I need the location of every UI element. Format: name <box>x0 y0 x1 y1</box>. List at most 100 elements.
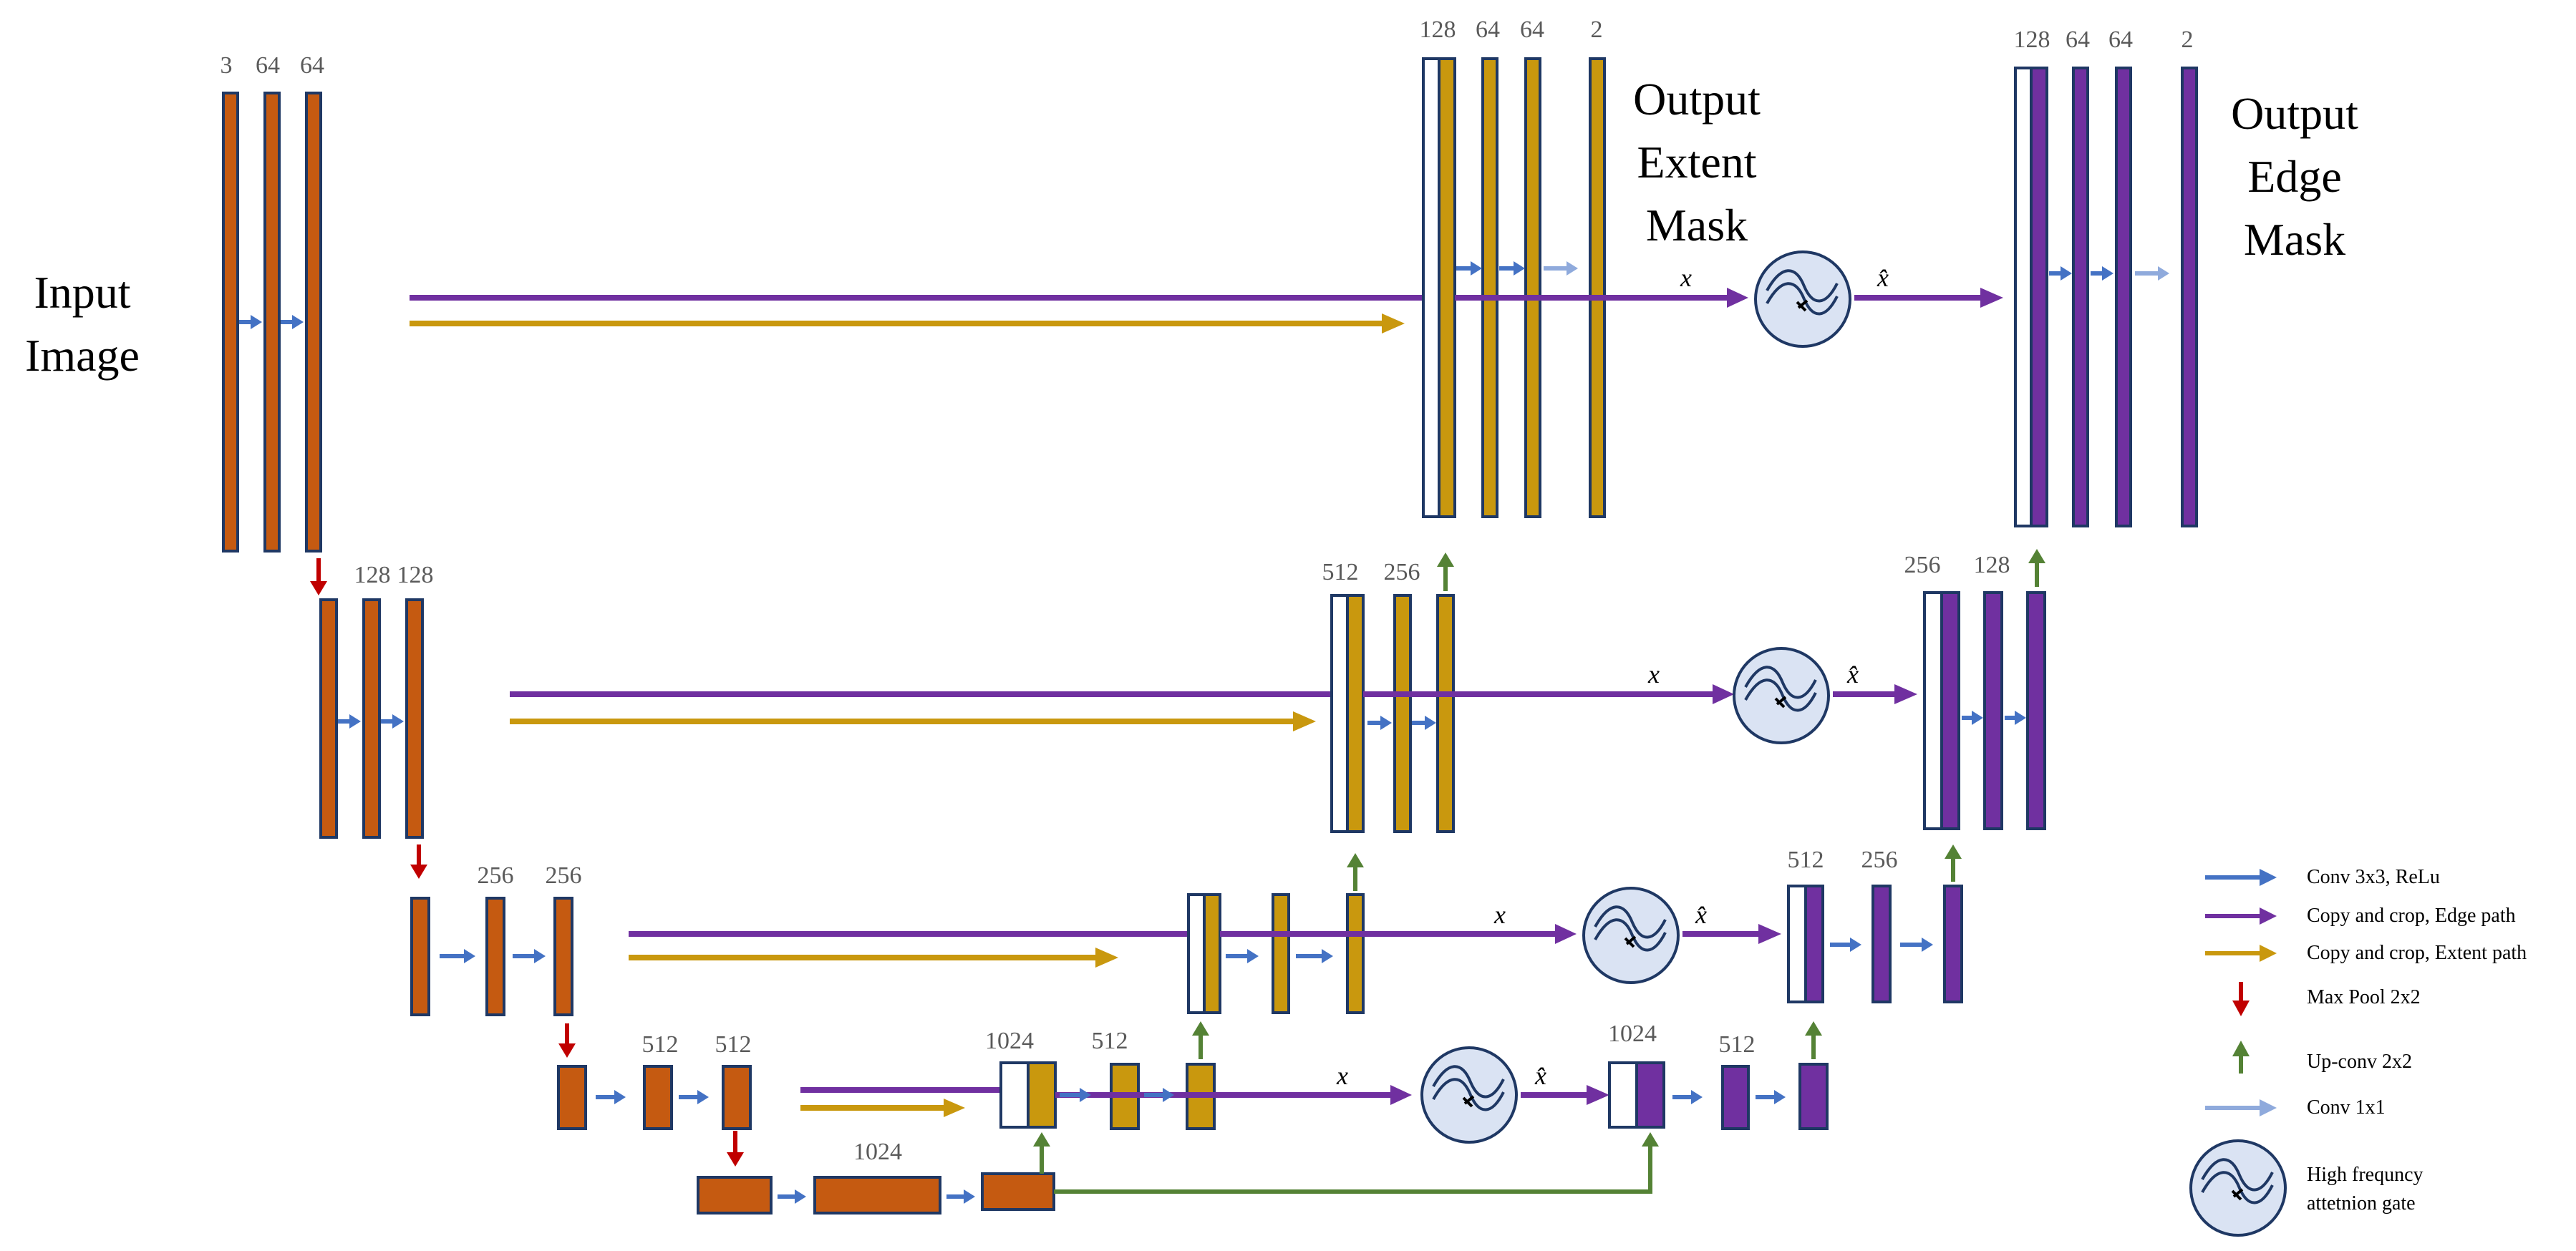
edge3-concat-white <box>1608 1061 1638 1129</box>
upconv-arrow <box>1033 1132 1050 1174</box>
legend-upconv-label: Up-conv 2x2 <box>2307 1051 2412 1073</box>
edge1a-concat-white <box>1923 591 1943 830</box>
output-extent-title-line2: Extent <box>1637 137 1756 188</box>
enc1-block-1 <box>222 92 239 553</box>
conv-arrow <box>596 1090 626 1104</box>
enc4-channel-1: 512 <box>642 1031 679 1058</box>
conv-arrow <box>1412 716 1436 730</box>
edge1-channel-1: 128 <box>2014 26 2050 53</box>
edge1-channel-2: 64 <box>2066 26 2090 53</box>
conv-arrow <box>1367 716 1392 730</box>
output-edge-title-line3: Mask <box>2244 214 2345 265</box>
conv-arrow <box>1756 1090 1786 1104</box>
ext2-channel-2: 256 <box>1384 559 1420 585</box>
attention-gate-4: x x̂ <box>1336 1046 1609 1144</box>
edge2-block-2 <box>1872 885 1892 1003</box>
extent-skip-3-head <box>1095 948 1118 968</box>
conv-arrow <box>1900 938 1933 952</box>
upconv-arrow <box>1945 844 1962 882</box>
extent-decoder-level-2: 512 256 <box>1322 559 1718 833</box>
enc1-channel-1: 3 <box>221 52 233 79</box>
extent-skip-2-head <box>1293 711 1316 731</box>
legend-extent-label: Copy and crop, Extent path <box>2307 942 2527 964</box>
attention-gate-3: x x̂ <box>1493 887 1781 984</box>
edge2-channel-1: 512 <box>1788 847 1824 873</box>
edge2-concat-white <box>1787 885 1807 1003</box>
encoder-level-4: 512 512 <box>557 1031 752 1130</box>
enc4-block-2 <box>643 1065 673 1130</box>
conv-arrow <box>1962 711 1983 725</box>
enc1-block-2 <box>263 92 281 553</box>
legend-item-conv1x1: Conv 1x1 <box>2205 1096 2386 1119</box>
legend: Conv 3x3, ReLu Copy and crop, Edge path … <box>2189 866 2527 1237</box>
ext1-channel-3: 64 <box>1520 16 1544 43</box>
conv-arrow <box>1296 949 1333 963</box>
maxpool-arrow-1 <box>310 558 327 595</box>
legend-item-extent: Copy and crop, Extent path <box>2205 942 2527 964</box>
edge3-block-3 <box>1798 1063 1829 1130</box>
gate3-xhat-label: x̂ <box>1695 900 1707 929</box>
enc2-block-3 <box>405 598 424 839</box>
ext4-channel-1: 1024 <box>985 1028 1034 1054</box>
legend-item-upconv: Up-conv 2x2 <box>2232 1041 2412 1074</box>
skip-connections <box>410 295 1445 1117</box>
conv-arrow <box>281 315 304 329</box>
output-extent-title-line3: Mask <box>1646 200 1748 250</box>
ext4-concat-white <box>999 1061 1030 1129</box>
output-edge-title-line2: Edge <box>2247 151 2342 202</box>
edge1-concat-white <box>2014 67 2033 527</box>
conv-arrow <box>239 315 262 329</box>
upconv-arrow <box>1192 1021 1209 1059</box>
ext1-block-2 <box>1481 57 1498 518</box>
enc4-block-3 <box>722 1065 752 1130</box>
conv-arrow <box>679 1090 709 1104</box>
edge-decoder-level-1: 128 64 64 2 <box>2014 26 2198 527</box>
bottleneck-block-3 <box>981 1172 1055 1211</box>
legend-item-gate: High frequncy attetnion gate <box>2189 1139 2424 1237</box>
enc3-block-2 <box>485 897 505 1016</box>
enc3-block-1 <box>410 897 430 1016</box>
legend-gate-icon <box>2189 1139 2287 1237</box>
edge1-channel-4: 2 <box>2182 26 2194 53</box>
extent-decoder-level-1: 128 64 64 2 <box>1420 16 1733 518</box>
ext1-concat-gold <box>1438 57 1456 518</box>
conv-arrow <box>2005 711 2026 725</box>
ext2-block-2 <box>1393 594 1412 833</box>
maxpool-arrow-3 <box>558 1023 576 1058</box>
conv-arrow <box>1672 1090 1703 1104</box>
ext1-block-4 <box>1589 57 1606 518</box>
edge2-block-3 <box>1943 885 1963 1003</box>
encoder-level-3: 256 256 <box>410 862 582 1016</box>
gate2-x-label: x <box>1647 660 1660 688</box>
ext2-channel-1: 512 <box>1322 559 1359 585</box>
maxpool-arrow-4 <box>727 1131 744 1167</box>
bottleneck-edge-connector <box>1054 1132 1659 1194</box>
edge2-channel-2: 256 <box>1861 847 1898 873</box>
enc1-channel-2: 64 <box>256 52 280 79</box>
ext3-concat-gold <box>1203 893 1221 1014</box>
enc2-channel-1: 128 <box>354 562 391 588</box>
enc1-channel-3: 64 <box>300 52 324 79</box>
conv-arrow <box>1226 949 1259 963</box>
legend-conv1x1-label: Conv 1x1 <box>2307 1096 2386 1119</box>
bottleneck: 1024 <box>697 1139 1055 1215</box>
edge3-channel-1: 1024 <box>1608 1021 1657 1047</box>
output-edge-title-line1: Output <box>2231 88 2358 139</box>
edge1-block-4 <box>2181 67 2198 527</box>
conv-arrow <box>946 1189 975 1204</box>
conv-arrow <box>1456 261 1482 276</box>
edge1-concat-purple <box>2030 67 2048 527</box>
ext2-block-3 <box>1436 594 1455 833</box>
upconv-arrow <box>1347 853 1364 891</box>
ext3-block-2 <box>1272 893 1290 1014</box>
conv-arrow <box>1144 1088 1174 1102</box>
legend-gate-label-line1: High frequncy <box>2307 1164 2424 1186</box>
conv1x1-arrow <box>1544 261 1578 276</box>
edge2-concat-purple <box>1804 885 1824 1003</box>
edge-decoder-level-2: 512 256 <box>1787 847 1963 1003</box>
conv-arrow <box>440 949 475 963</box>
enc3-block-3 <box>553 897 573 1016</box>
gate4-x-label: x <box>1336 1061 1348 1090</box>
attention-gate-1: x x̂ <box>1680 250 2003 348</box>
encoder-level-2: 128 128 <box>319 562 434 839</box>
